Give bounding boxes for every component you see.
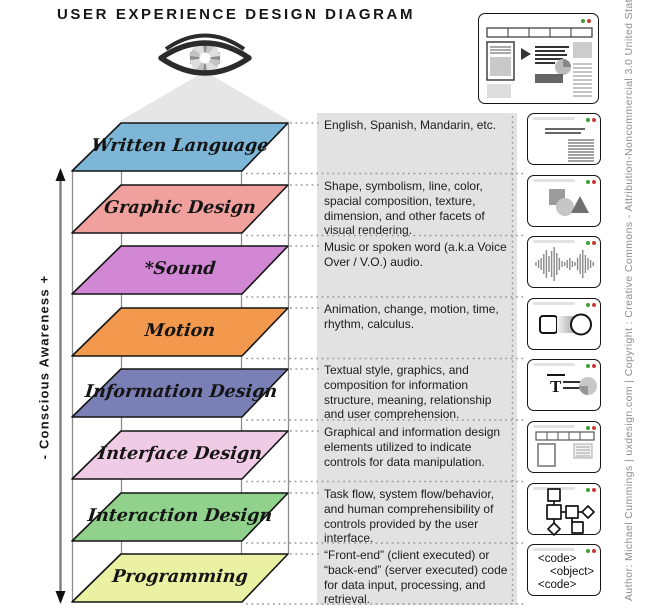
icon-card [527, 298, 601, 350]
code-line: <code> [538, 579, 577, 591]
icon-card [527, 236, 601, 288]
window-dot-red [592, 118, 596, 122]
window-titlebar [533, 117, 575, 120]
layer-description: Graphical and information design element… [324, 425, 501, 469]
window-titlebar [533, 240, 575, 243]
window-dot-red [587, 19, 591, 23]
window-dot-green [586, 549, 590, 553]
layer-label: Graphic Design [103, 198, 257, 218]
layer-parallelogram [71, 492, 289, 542]
credit-text: Author: Michael Cummings | uxdesign.com … [623, 0, 635, 601]
icon-card [527, 113, 601, 165]
motion-icon [539, 313, 592, 336]
window-dot-green [586, 488, 590, 492]
icon-card [527, 175, 601, 227]
typography-pie-icon: T [547, 374, 597, 396]
window-dot-green [586, 364, 590, 368]
window-dot-red [592, 241, 596, 245]
axis-label: - Conscious Awareness + [36, 274, 52, 460]
code-line: <code> [538, 553, 577, 565]
window-titlebar [533, 425, 575, 428]
window-dot-green [586, 303, 590, 307]
layer-description: “Front-end” (client executed) or “back-e… [324, 548, 508, 607]
icon-card: T [527, 359, 601, 411]
icon-card: <code> <object> <code> [527, 544, 601, 596]
window-dot-red [592, 426, 596, 430]
page-title: USER EXPERIENCE DESIGN DIAGRAM [57, 6, 416, 23]
window-dot-red [592, 180, 596, 184]
document-text-icon [545, 128, 594, 162]
layer-parallelogram [71, 122, 289, 172]
window-titlebar [533, 548, 575, 551]
layer-description: Textual style, graphics, and composition… [324, 363, 492, 422]
eye-lid-line [164, 33, 246, 51]
browser-mockup-icon [478, 13, 599, 104]
flowchart-icon [546, 488, 595, 536]
layer-parallelogram [71, 307, 289, 357]
layer-description: Animation, change, motion, time, rhythm,… [324, 302, 499, 331]
window-dot-green [586, 426, 590, 430]
layer-stack [71, 122, 289, 603]
layer-label: Information Design [83, 382, 279, 402]
layer-parallelogram [71, 430, 289, 480]
window-titlebar [533, 179, 575, 182]
awareness-cone [118, 76, 292, 122]
eye-outline [158, 40, 252, 76]
layer-label: Written Language [90, 136, 270, 156]
layer-description: English, Spanish, Mandarin, etc. [324, 118, 497, 132]
window-dot-red [592, 303, 596, 307]
window-dot-green [586, 118, 590, 122]
layer-description: Task flow, system flow/behavior, and hum… [324, 487, 495, 546]
window-dot-red [592, 364, 596, 368]
layer-parallelogram [71, 553, 289, 603]
layer-parallelogram [71, 184, 289, 234]
interface-window-icon [535, 431, 595, 467]
layer-description: Music or spoken word (a.k.a Voice Over /… [324, 240, 507, 269]
icon-card [527, 421, 601, 473]
window-dot-green [586, 241, 590, 245]
eye-iris [189, 42, 221, 74]
svg-text:T: T [550, 377, 562, 396]
window-titlebar [533, 302, 575, 305]
eye-icon [158, 33, 252, 76]
window-dot-green [581, 19, 585, 23]
dotted-separators [246, 172, 526, 605]
browser-mockup-graphic [486, 19, 593, 98]
waveform-icon [535, 247, 594, 281]
shapes-icon [549, 189, 589, 216]
window-dot-green [586, 180, 590, 184]
layer-label: Interface Design [97, 444, 263, 464]
layer-description: Shape, symbolism, line, color, spacial c… [324, 179, 485, 238]
window-dot-red [592, 549, 596, 553]
layer-label: Programming [111, 567, 249, 587]
layer-parallelogram [71, 368, 289, 418]
layer-label: Motion [143, 321, 217, 341]
axis-arrow [55, 168, 66, 604]
icon-card [527, 483, 601, 536]
code-line: <object> [550, 566, 595, 578]
window-dot-red [592, 488, 596, 492]
layer-parallelogram [71, 245, 289, 295]
layer-label: *Sound [143, 259, 217, 279]
window-titlebar [533, 363, 575, 366]
layer-label: Interaction Design [86, 506, 274, 526]
